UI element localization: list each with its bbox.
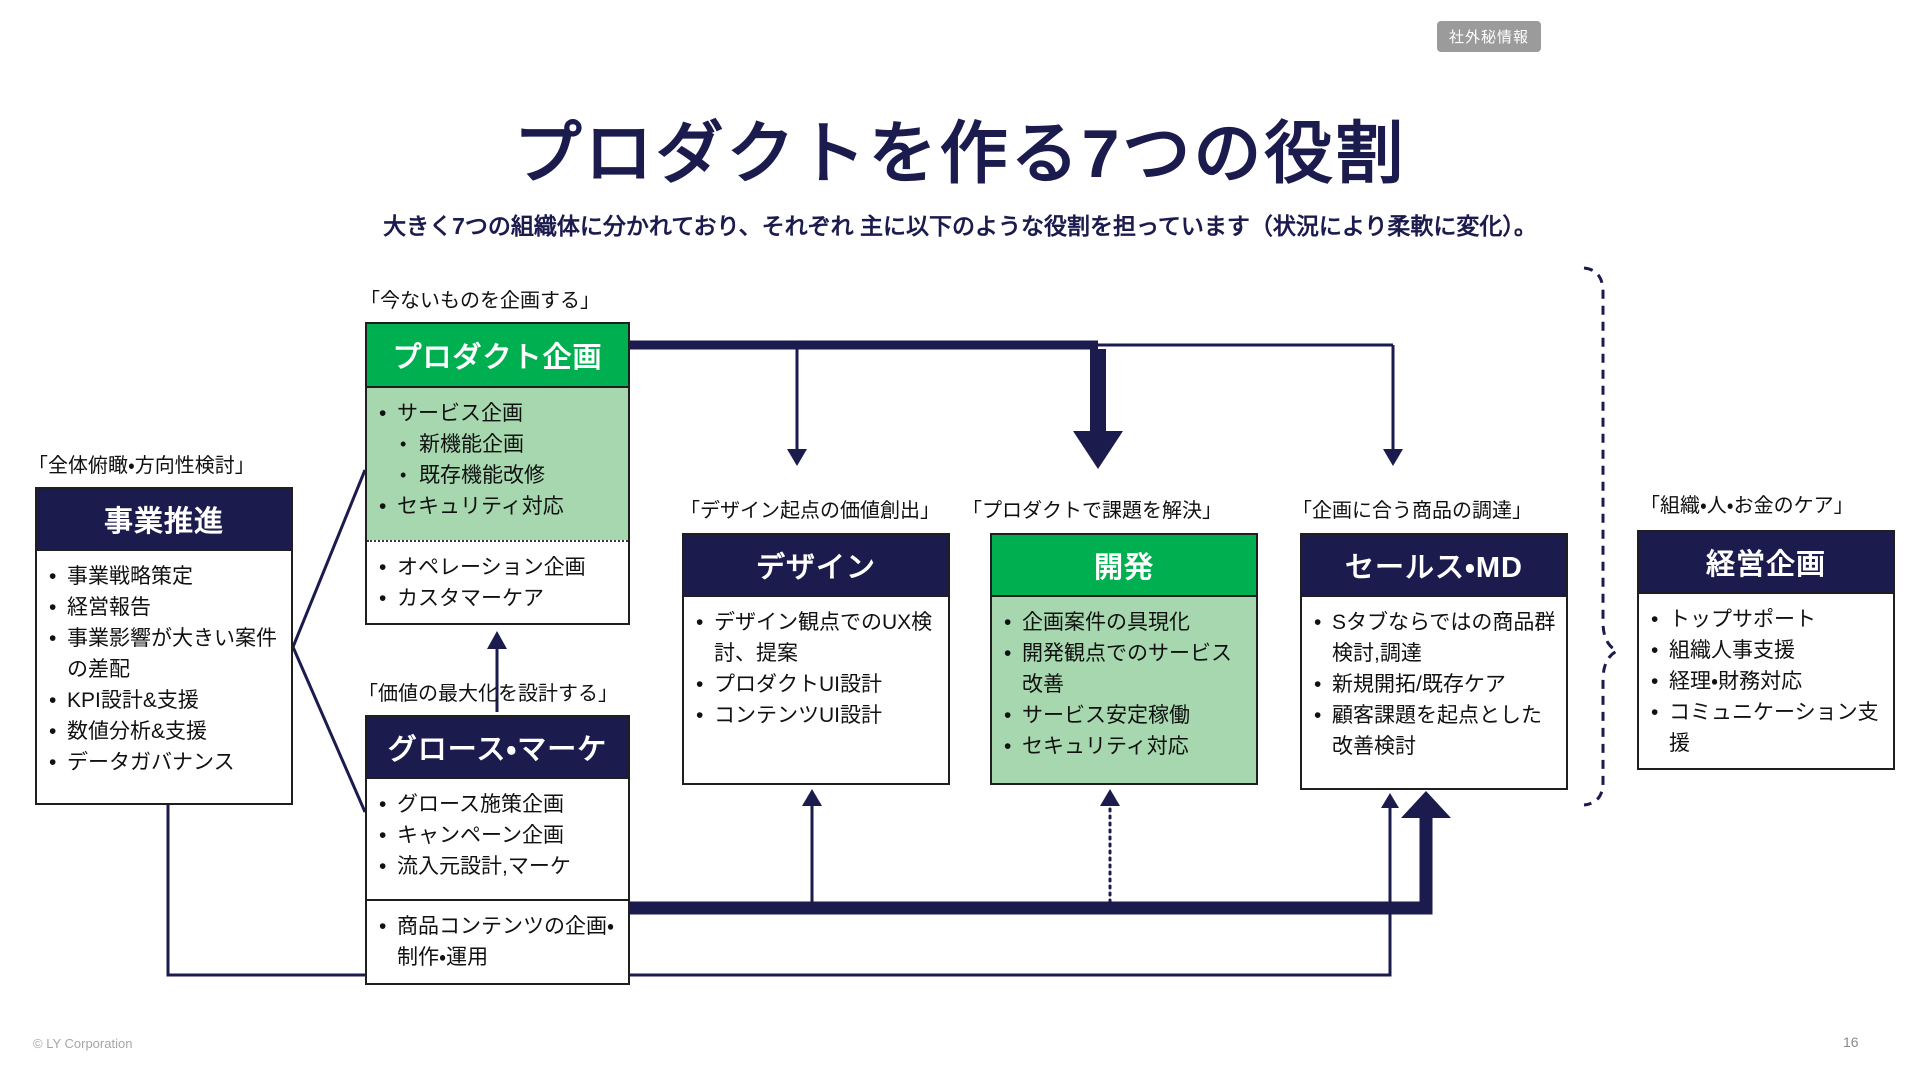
list-item: セキュリティ対応 [367, 491, 620, 522]
line-business-to-product-planning [291, 469, 367, 648]
list-item: データガバナンス [37, 747, 283, 778]
tagline-product-planning: 「今ないものを企画する」 [360, 290, 600, 312]
list-item: サービス安定稼働 [992, 700, 1248, 731]
line-business-to-growth [291, 646, 367, 813]
list-item: キャンペーン企画 [367, 820, 620, 851]
list-item: 顧客課題を起点とした改善検討 [1302, 700, 1558, 762]
list-item: デザイン観点でのUX検討、提案 [684, 607, 940, 669]
box-growth: グロース・マーケ グロース施策企画 キャンペーン企画 流入元設計,マーケ 商品コ… [365, 715, 630, 985]
list-item: Sタブならではの商品群検討,調達 [1302, 607, 1558, 669]
tagline-design: 「デザイン起点の価値創出」 [680, 500, 940, 522]
list-item: 企画案件の具現化 [992, 607, 1248, 638]
confidential-badge: 社外秘情報 [1437, 21, 1542, 52]
list-item: 流入元設計,マーケ [367, 851, 620, 882]
list-item: 開発観点でのサービス改善 [992, 638, 1248, 700]
arrowhead-up-development [1100, 789, 1120, 806]
page-subtitle: 大きく7つの組織体に分かれており、それぞれ 主に以下のような役割を担っています（… [383, 213, 1537, 239]
list-item: 事業戦略策定 [37, 561, 283, 592]
page-title: プロダクトを作る7つの役割 [513, 115, 1407, 192]
copyright-text: © LY Corporation [33, 1036, 133, 1051]
list-item: 商品コンテンツの企画・制作・運用 [367, 911, 620, 973]
box-sales-items: Sタブならではの商品群検討,調達 新規開拓/既存ケア 顧客課題を起点とした改善検… [1302, 597, 1566, 788]
box-development-title: 開発 [992, 535, 1256, 597]
list-item: 新規開拓/既存ケア [1302, 669, 1558, 700]
list-item: 事業影響が大きい案件の差配 [37, 623, 283, 685]
box-corporate-items: トップサポート 組織人事支援 経理・財務対応 コミュニケーション支援 [1639, 594, 1893, 768]
box-design: デザイン デザイン観点でのUX検討、提案 プロダクトUI設計 コンテンツUI設計 [682, 533, 950, 785]
box-business: 事業推進 事業戦略策定 経営報告 事業影響が大きい案件の差配 KPI設計&支援 … [35, 487, 293, 805]
list-item: 組織人事支援 [1639, 635, 1885, 666]
box-growth-items: グロース施策企画 キャンペーン企画 流入元設計,マーケ [367, 779, 628, 899]
line-growth-to-sales-thick [630, 816, 1433, 915]
box-product-planning-white-items: オペレーション企画 カスタマーケア [367, 540, 628, 623]
box-development-items: 企画案件の具現化 開発観点でのサービス改善 サービス安定稼働 セキュリティ対応 [992, 597, 1256, 783]
box-design-title: デザイン [684, 535, 948, 597]
box-corporate-title: 経営企画 [1639, 532, 1893, 594]
box-business-title: 事業推進 [37, 489, 291, 551]
list-item: プロダクトUI設計 [684, 669, 940, 700]
list-item: カスタマーケア [367, 583, 620, 614]
list-item: 数値分析&支援 [37, 716, 283, 747]
box-development: 開発 企画案件の具現化 開発観点でのサービス改善 サービス安定稼働 セキュリティ… [990, 533, 1258, 785]
box-product-planning-title: プロダクト企画 [367, 324, 628, 388]
list-item: コンテンツUI設計 [684, 700, 940, 731]
list-item: 既存機能改修 [367, 460, 620, 491]
box-growth-title: グロース・マーケ [367, 717, 628, 779]
list-item: トップサポート [1639, 604, 1885, 635]
page-number: 16 [1843, 1034, 1859, 1050]
box-product-planning: プロダクト企画 サービス企画 新機能企画 既存機能改修 セキュリティ対応 オペレ… [365, 322, 630, 625]
list-item: セキュリティ対応 [992, 731, 1248, 762]
tagline-development: 「プロダクトで課題を解決」 [962, 500, 1222, 522]
tagline-sales: 「企画に合う商品の調達」 [1292, 500, 1532, 522]
arrowhead-growth-to-sales-thick [1401, 791, 1451, 818]
list-item: 経理・財務対応 [1639, 666, 1885, 697]
list-item: 新機能企画 [367, 429, 620, 460]
list-item: サービス企画 [367, 398, 620, 429]
box-growth-lower-items: 商品コンテンツの企画・制作・運用 [367, 899, 628, 983]
arrowhead-growth-to-product-planning [487, 631, 507, 649]
box-business-items: 事業戦略策定 経営報告 事業影響が大きい案件の差配 KPI設計&支援 数値分析&… [37, 551, 291, 803]
tagline-corporate: 「組織・人・お金のケア」 [1640, 495, 1854, 517]
list-item: グロース施策企画 [367, 789, 620, 820]
dashed-brace [1583, 266, 1621, 807]
box-product-planning-green-items: サービス企画 新機能企画 既存機能改修 セキュリティ対応 [367, 388, 628, 540]
list-item: KPI設計&支援 [37, 685, 283, 716]
list-item: オペレーション企画 [367, 552, 620, 583]
box-sales-title: セールス・MD [1302, 535, 1566, 597]
arrowhead-business-to-sales [1381, 793, 1399, 808]
arrowhead-up-design [802, 789, 822, 806]
box-design-items: デザイン観点でのUX検討、提案 プロダクトUI設計 コンテンツUI設計 [684, 597, 948, 783]
box-corporate: 経営企画 トップサポート 組織人事支援 経理・財務対応 コミュニケーション支援 [1637, 530, 1895, 770]
tagline-business: 「全体俯瞰・方向性検討」 [28, 455, 255, 477]
list-item: コミュニケーション支援 [1639, 697, 1885, 759]
line-business-to-sales [166, 805, 1392, 977]
tagline-growth: 「価値の最大化を設計する」 [358, 683, 618, 705]
box-sales: セールス・MD Sタブならではの商品群検討,調達 新規開拓/既存ケア 顧客課題を… [1300, 533, 1568, 790]
list-item: 経営報告 [37, 592, 283, 623]
arrowhead-down-sales [1383, 449, 1403, 466]
arrowhead-down-development [1073, 431, 1123, 469]
arrowhead-down-design [787, 449, 807, 466]
